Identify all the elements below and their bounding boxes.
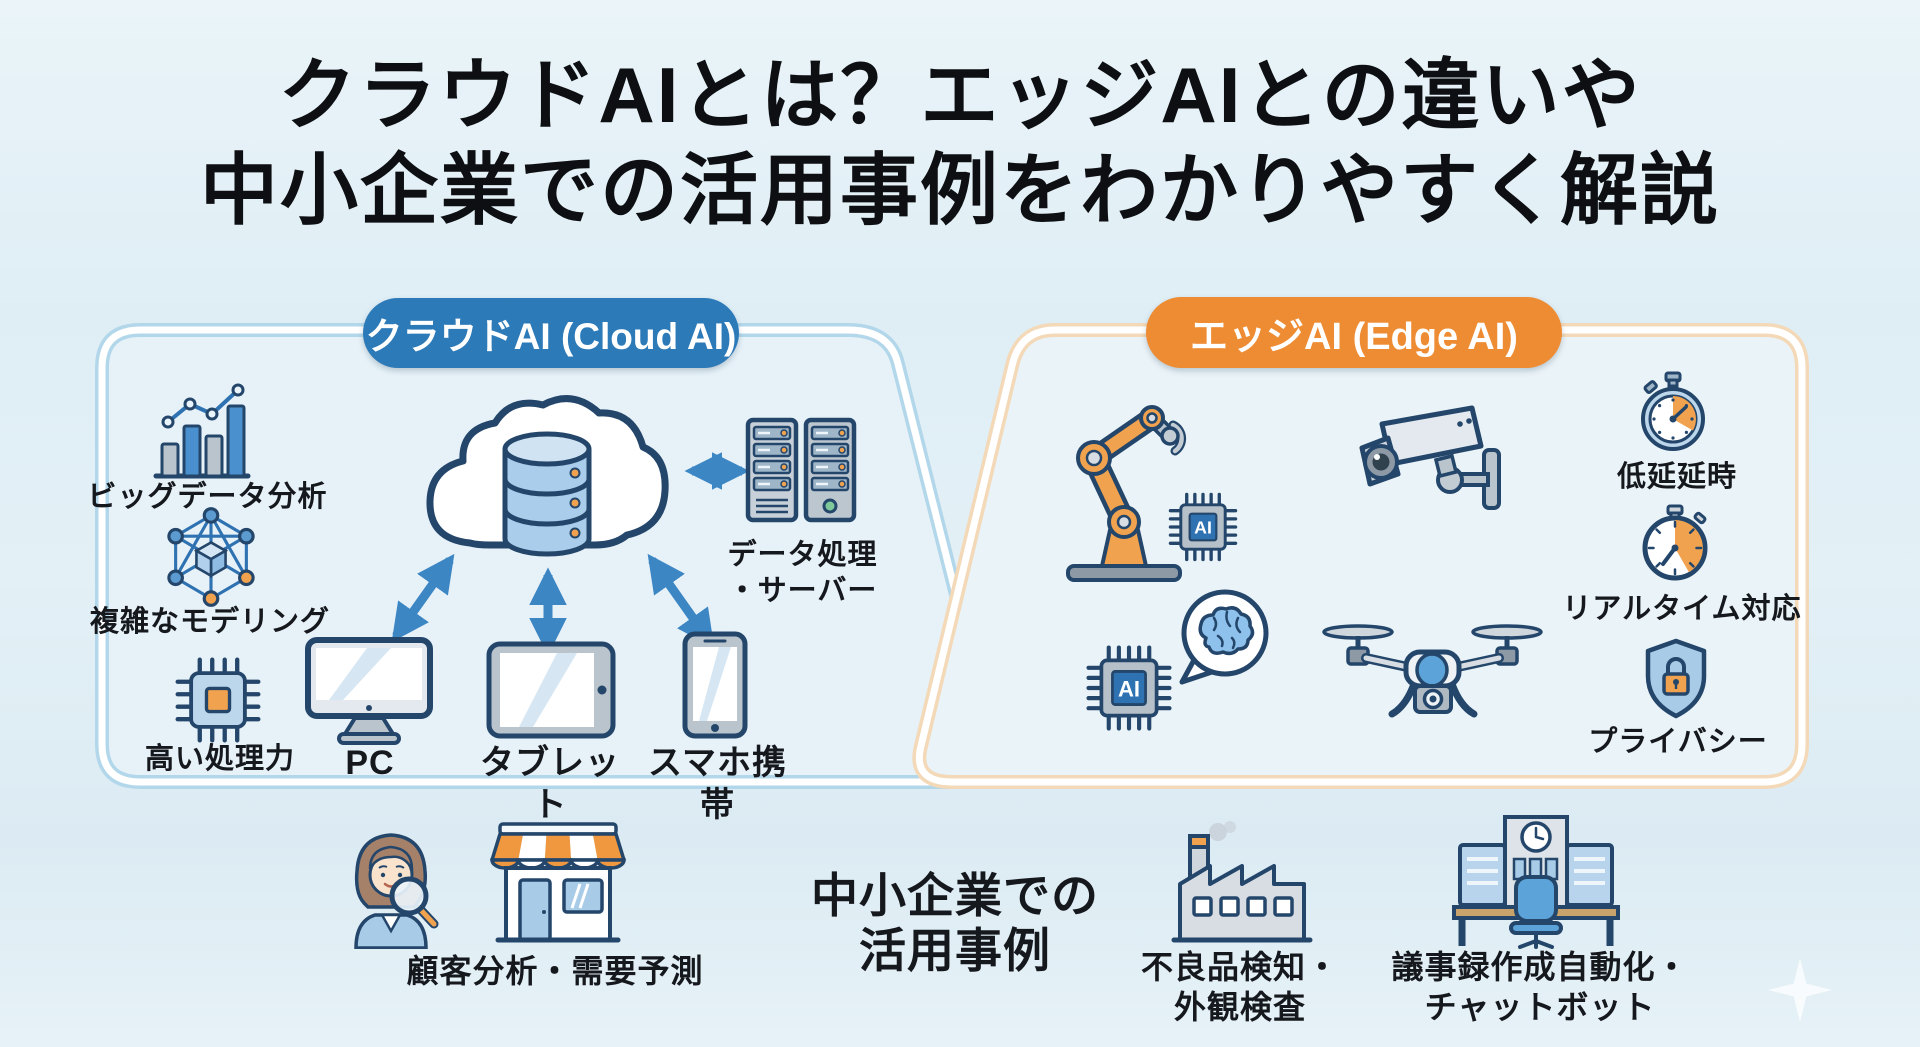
smartphone-icon [681, 630, 749, 740]
cloud-feature-label-bigdata: ビッグデータ分析 [87, 481, 328, 513]
ai-chip-icon: AI [1166, 490, 1240, 564]
server-label: データ処理 ・サーバー [700, 538, 905, 610]
usecase-label-customer-analysis: 顧客分析・需要予測 [406, 953, 704, 989]
device-label-pc: PC [345, 744, 395, 782]
usecase-minutes-line2: チャットボット [1424, 988, 1656, 1025]
usecase-defect-line1: 不良品検知・ [1140, 949, 1339, 985]
usecase-label-defect-detection: 不良品検知・ 外観検査 [1120, 948, 1360, 1027]
cloud-connection-arrows [391, 452, 750, 656]
usecase-defect-line2: 外観検査 [1173, 988, 1306, 1025]
device-label-tablet: タブレット [480, 744, 620, 825]
server-label-line1: データ処理 [727, 539, 878, 571]
server-rack-icon [742, 416, 860, 528]
robot-arm-icon [1060, 392, 1195, 584]
factory-icon [1166, 820, 1318, 946]
server-label-line2: ・サーバー [727, 574, 878, 607]
usecase-minutes-line1: 議事録作成自動化・ [1391, 949, 1689, 985]
analyst-woman-icon [342, 831, 440, 949]
cctv-camera-icon [1348, 398, 1506, 540]
stopwatch-icon [1641, 371, 1705, 455]
edge-box-header: エッジAI (Edge AI) [1146, 297, 1562, 368]
ai-chip-icon-2: AI [1083, 641, 1175, 735]
cloud-box-header: クラウドAI (Cloud AI) [363, 298, 739, 368]
office-desk-icon [1452, 815, 1620, 949]
cloud-feature-label-modeling: 複雑なモデリング [89, 606, 330, 638]
page-title-line2: 中小企業での活用事例をわかりやすく解説 [199, 146, 1720, 235]
edge-feature-label-realtime: リアルタイム対応 [1562, 593, 1802, 625]
usecase-heading-line2: 活用事例 [859, 924, 1051, 978]
usecase-label-minutes-chatbot: 議事録作成自動化・ チャットボット [1385, 948, 1695, 1027]
ai-chip-text-2: AI [1118, 676, 1140, 701]
drone-icon [1320, 612, 1545, 724]
network-model-icon [158, 505, 264, 609]
shield-lock-icon [1642, 638, 1710, 720]
arrow-cloud-phone [647, 553, 715, 649]
usecase-heading: 中小企業での 活用事例 [790, 868, 1120, 979]
arrow-cloud-pc [391, 553, 455, 643]
edge-feature-label-privacy: プライバシー [1588, 726, 1768, 758]
bar-chart-icon [148, 382, 256, 484]
cloud-database-icon [415, 385, 670, 575]
ai-chip-text: AI [1194, 518, 1212, 538]
processor-chip-icon [170, 652, 266, 748]
page-title: クラウドAIとは？エッジAIとの違いや 中小企業での活用事例をわかりやすく解説 [0, 48, 1920, 238]
edge-feature-label-latency: 低延延時 [1616, 461, 1737, 493]
cloud-feature-label-processing: 高い処理力 [144, 743, 295, 775]
device-label-smartphone: スマホ携帯 [648, 744, 787, 825]
page-title-line1: クラウドAIとは？エッジAIとの違いや [278, 51, 1642, 139]
tablet-icon [485, 640, 617, 740]
timer-icon [1641, 504, 1709, 582]
brain-bubble-icon [1170, 586, 1276, 690]
storefront-icon [484, 820, 632, 952]
desktop-monitor-icon [303, 636, 435, 748]
usecase-heading-line1: 中小企業での [811, 869, 1099, 922]
